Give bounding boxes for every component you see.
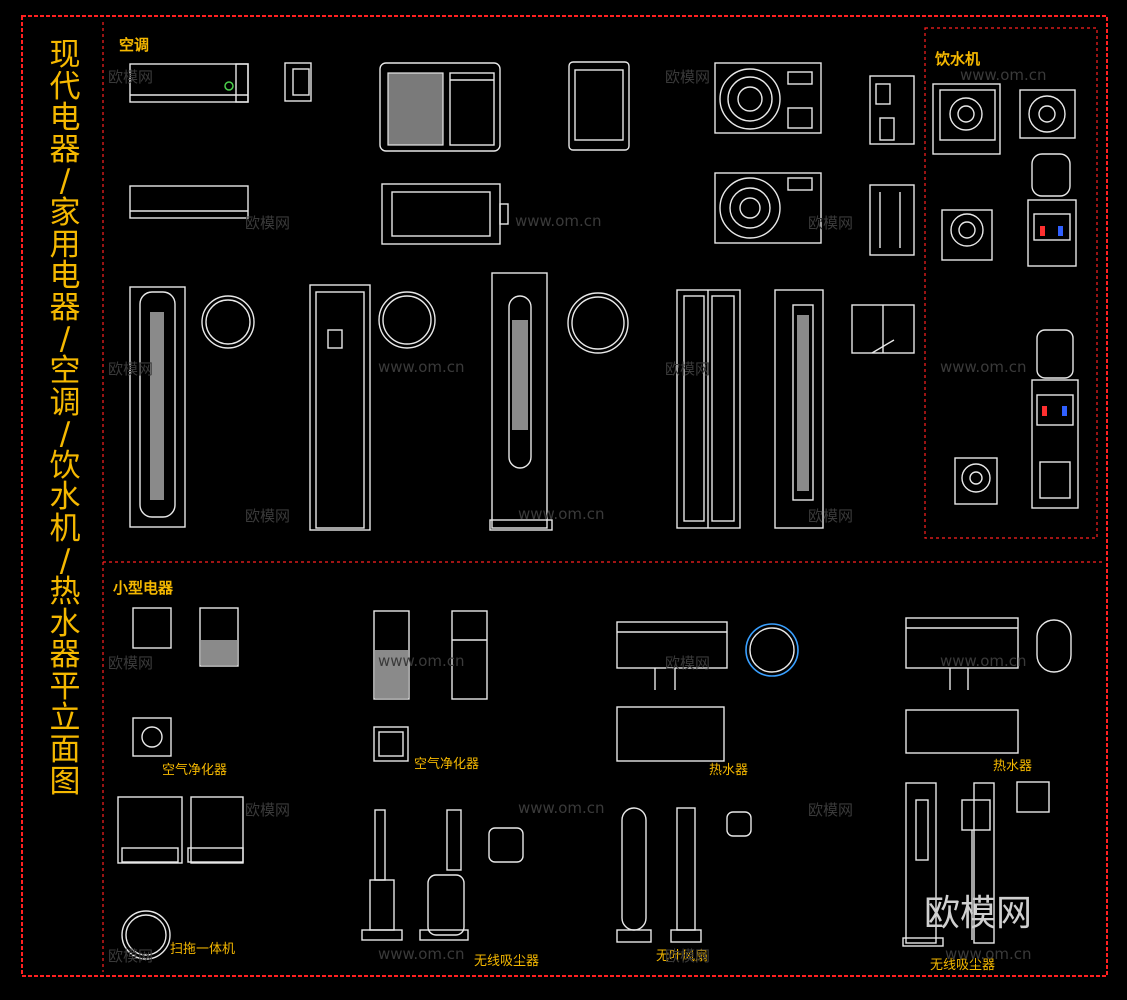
title-char: / [59, 321, 71, 358]
title-char: / [59, 163, 71, 200]
title-char: 器 [49, 289, 81, 326]
label-cordless-vacuum-2: 无线吸尘器 [930, 958, 996, 973]
title-char: / [59, 416, 71, 453]
section-label-ac: 空调 [119, 36, 150, 54]
watermark-url: www.om.cn [515, 212, 602, 230]
ac-wall-unit-side [284, 62, 312, 102]
watermark-brand: 欧模网 [665, 654, 711, 672]
title-char: 空 [49, 352, 81, 389]
drawing-title: 现 代 电 器 / 家 用 电 器 / 空 调 / 饮 水 机 / 热 水 器 … [40, 37, 90, 800]
watermark-brand: 欧模网 [245, 507, 291, 525]
title-char: 调 [49, 384, 81, 421]
title-char: 热 [49, 574, 81, 611]
watermark-url: www.om.cn [378, 945, 465, 963]
watermark-brand: 欧模网 [108, 947, 154, 965]
title-char: / [59, 542, 71, 579]
label-air-purifier-1: 空气净化器 [162, 763, 228, 778]
label-water-heater-1: 热水器 [709, 763, 749, 778]
watermark-url: www.om.cn [518, 799, 605, 817]
dispenser-top-2 [1019, 89, 1076, 139]
watermark-url: www.om.cn [940, 652, 1027, 670]
label-air-purifier-2: 空气净化器 [414, 757, 480, 772]
ac-indoor-unit-side-2 [869, 184, 915, 256]
watermark-brand: 欧模网 [665, 68, 711, 86]
watermark-url: www.om.cn [518, 505, 605, 523]
bladeless-fan [616, 807, 752, 943]
title-char: 水 [49, 605, 81, 642]
title-char: 用 [49, 226, 81, 263]
watermark-url: www.om.cn [945, 945, 1032, 963]
title-char: 立 [49, 700, 81, 737]
label-bladeless-fan: 无叶风扇 [656, 949, 709, 964]
dispenser-front-1 [1027, 153, 1077, 267]
title-char: 机 [49, 510, 81, 547]
ac-corner-unit [851, 304, 915, 354]
title-char: 代 [49, 68, 81, 105]
air-purifier-small-1 [132, 607, 239, 667]
ac-tower-3 [489, 272, 629, 531]
ac-box-unit [381, 183, 509, 245]
section-label-small-appliances: 小型电器 [113, 579, 174, 597]
ac-tower-1 [129, 286, 255, 528]
watermark-url: www.om.cn [960, 66, 1047, 84]
ac-outdoor-unit-1 [379, 62, 501, 152]
watermark-url: www.om.cn [378, 358, 465, 376]
watermark-brand-large: 欧模网 [924, 893, 1033, 934]
dispenser-small-top-2 [954, 457, 998, 505]
air-purifier-tall [373, 610, 488, 762]
vacuum-cleaners-1 [361, 809, 524, 941]
watermark-brand: 欧模网 [245, 801, 291, 819]
label-water-heater-2: 热水器 [993, 759, 1033, 774]
water-heater-1 [616, 621, 799, 762]
watermark-brand: 欧模网 [665, 360, 711, 378]
ac-wall-unit-1 [129, 63, 249, 103]
ac-outdoor-fan-unit-2 [714, 172, 822, 244]
watermark-brand: 欧模网 [808, 801, 854, 819]
ac-wall-unit-2 [129, 185, 249, 219]
ac-indoor-unit-side [869, 75, 915, 145]
title-char: 电 [49, 100, 81, 137]
label-robot-vacuum-mop: 扫拖一体机 [170, 942, 236, 957]
watermark-url: www.om.cn [940, 358, 1027, 376]
title-char: 器 [49, 637, 81, 674]
label-cordless-vacuum-1: 无线吸尘器 [474, 954, 540, 969]
title-char: 现 [49, 37, 81, 73]
robot-base-station [117, 796, 244, 960]
watermark-brand: 欧模网 [665, 947, 711, 965]
air-purifier-top [132, 717, 172, 757]
vacuum-cleaners-2 [902, 781, 1050, 947]
section-label-water-dispenser: 饮水机 [935, 50, 981, 68]
watermark-brand: 欧模网 [108, 360, 154, 378]
frame-lines [21, 15, 1108, 977]
title-char: 电 [49, 258, 81, 295]
dispenser-top-1 [932, 83, 1001, 155]
title-char: 平 [49, 668, 81, 705]
watermark-brand: 欧模网 [808, 214, 854, 232]
ac-cabinet-top-view [568, 61, 630, 151]
ac-outdoor-fan-unit-1 [714, 62, 822, 134]
dispenser-small-top [941, 209, 993, 261]
watermark-url: www.om.cn [378, 652, 465, 670]
watermark-brand: 欧模网 [108, 68, 154, 86]
ac-tower-5 [774, 289, 824, 529]
title-char: 家 [49, 194, 81, 231]
ac-tower-4 [676, 289, 741, 529]
ac-tower-2 [309, 284, 436, 531]
title-char: 水 [49, 479, 81, 516]
title-char: 图 [49, 763, 81, 800]
title-char: 面 [49, 732, 81, 769]
title-char: 饮 [49, 447, 81, 484]
watermark-brand: 欧模网 [245, 214, 291, 232]
watermark-brand: 欧模网 [808, 507, 854, 525]
dispenser-front-2 [1031, 329, 1079, 509]
watermark-brand: 欧模网 [108, 654, 154, 672]
title-char: 器 [49, 131, 81, 168]
water-heater-2 [905, 617, 1072, 754]
